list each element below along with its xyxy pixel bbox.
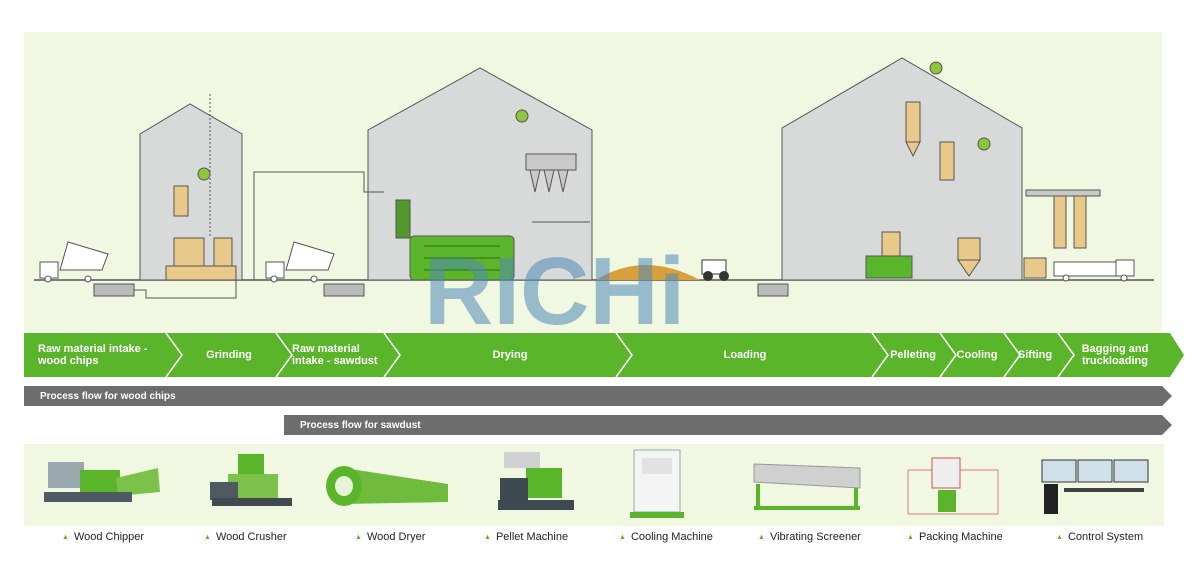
dump-truck-icon [39, 241, 109, 283]
pipe-line [253, 171, 384, 280]
intake-hopper-icon [93, 283, 135, 297]
sawdust-pile-icon [596, 265, 700, 280]
cyclone-separator-icon [515, 109, 590, 223]
triangle-bullet-icon: ▲ [355, 534, 362, 541]
dryer-drum-icon [395, 199, 515, 281]
triangle-bullet-icon: ▲ [62, 534, 69, 541]
machine-control-system [1036, 444, 1176, 526]
stage-raw-material-wood-chips: Raw material intake - wood chips [38, 343, 148, 367]
triangle-bullet-icon: ▲ [907, 534, 914, 541]
triangle-bullet-icon: ▲ [758, 534, 765, 541]
stage-sifting: Sifting [1017, 349, 1053, 361]
cooler-icon [957, 237, 981, 277]
label-wood-crusher: ▲Wood Crusher [204, 531, 287, 543]
label-packing-machine: ▲Packing Machine [907, 531, 1003, 543]
pellet-machine-icon [498, 452, 574, 510]
label-control-system: ▲Control System [1056, 531, 1144, 543]
stage-bagging-truckloading: Bagging and truckloading [1081, 343, 1149, 367]
stage-grinding: Grinding [206, 349, 252, 361]
flow-sawdust: Process flow for sawdust [284, 415, 1172, 435]
dump-truck-icon [265, 241, 335, 283]
label-vibrating-screener: ▲Vibrating Screener [758, 531, 861, 543]
label-pellet-machine: ▲Pellet Machine [484, 531, 569, 543]
stage-chevrons [24, 333, 1184, 377]
stage-drying: Drying [492, 349, 528, 361]
packing-machine-icon [907, 457, 999, 515]
process-diagram: RICHi [24, 32, 1162, 332]
stage-pelleting: Pelleting [890, 349, 936, 361]
triangle-bullet-icon: ▲ [619, 534, 626, 541]
label-wood-dryer: ▲Wood Dryer [355, 531, 426, 543]
packing-station-icon [1023, 189, 1101, 279]
loading-hopper-icon [757, 283, 789, 297]
vibrating-screener-icon [753, 463, 861, 510]
machine-vibrating-screener [748, 444, 888, 526]
conveyor-line [134, 280, 237, 299]
stage-cooling: Cooling [956, 349, 998, 361]
machine-wood-chipper [28, 444, 168, 526]
machine-cooling [620, 444, 760, 526]
brand-logo-watermark: RICHi [424, 238, 685, 332]
triangle-bullet-icon: ▲ [484, 534, 491, 541]
machine-wood-dryer [318, 444, 458, 526]
control-system-icon [1041, 459, 1149, 514]
wheel-loader-icon [701, 259, 729, 281]
cooling-machine-icon [630, 449, 684, 518]
wood-dryer-icon [326, 466, 448, 506]
wood-crusher-icon [210, 454, 292, 506]
process-stage-bar: Raw material intake - wood chips Grindin… [24, 333, 1184, 377]
intake-hopper-icon [323, 283, 365, 297]
building-pelleting [781, 57, 1023, 281]
label-wood-chipper: ▲Wood Chipper [62, 531, 145, 543]
triangle-bullet-icon: ▲ [204, 534, 211, 541]
machine-packing [898, 444, 1038, 526]
flow-wood-chips: Process flow for wood chips [24, 386, 1172, 406]
grinding-equipment-icon [165, 94, 237, 281]
building-drying [367, 67, 593, 281]
wood-chipper-icon [44, 462, 160, 502]
triangle-bullet-icon: ▲ [1056, 534, 1063, 541]
pellet-mill-icon [865, 231, 913, 279]
pellet-cyclone-icon [905, 61, 991, 181]
label-cooling-machine: ▲Cooling Machine [619, 531, 713, 543]
stage-raw-material-sawdust: Raw material intake - sawdust [292, 343, 378, 367]
machine-wood-crusher [198, 444, 338, 526]
stage-loading: Loading [723, 349, 767, 361]
truck-icon [1053, 259, 1135, 282]
machine-pellet [490, 444, 630, 526]
